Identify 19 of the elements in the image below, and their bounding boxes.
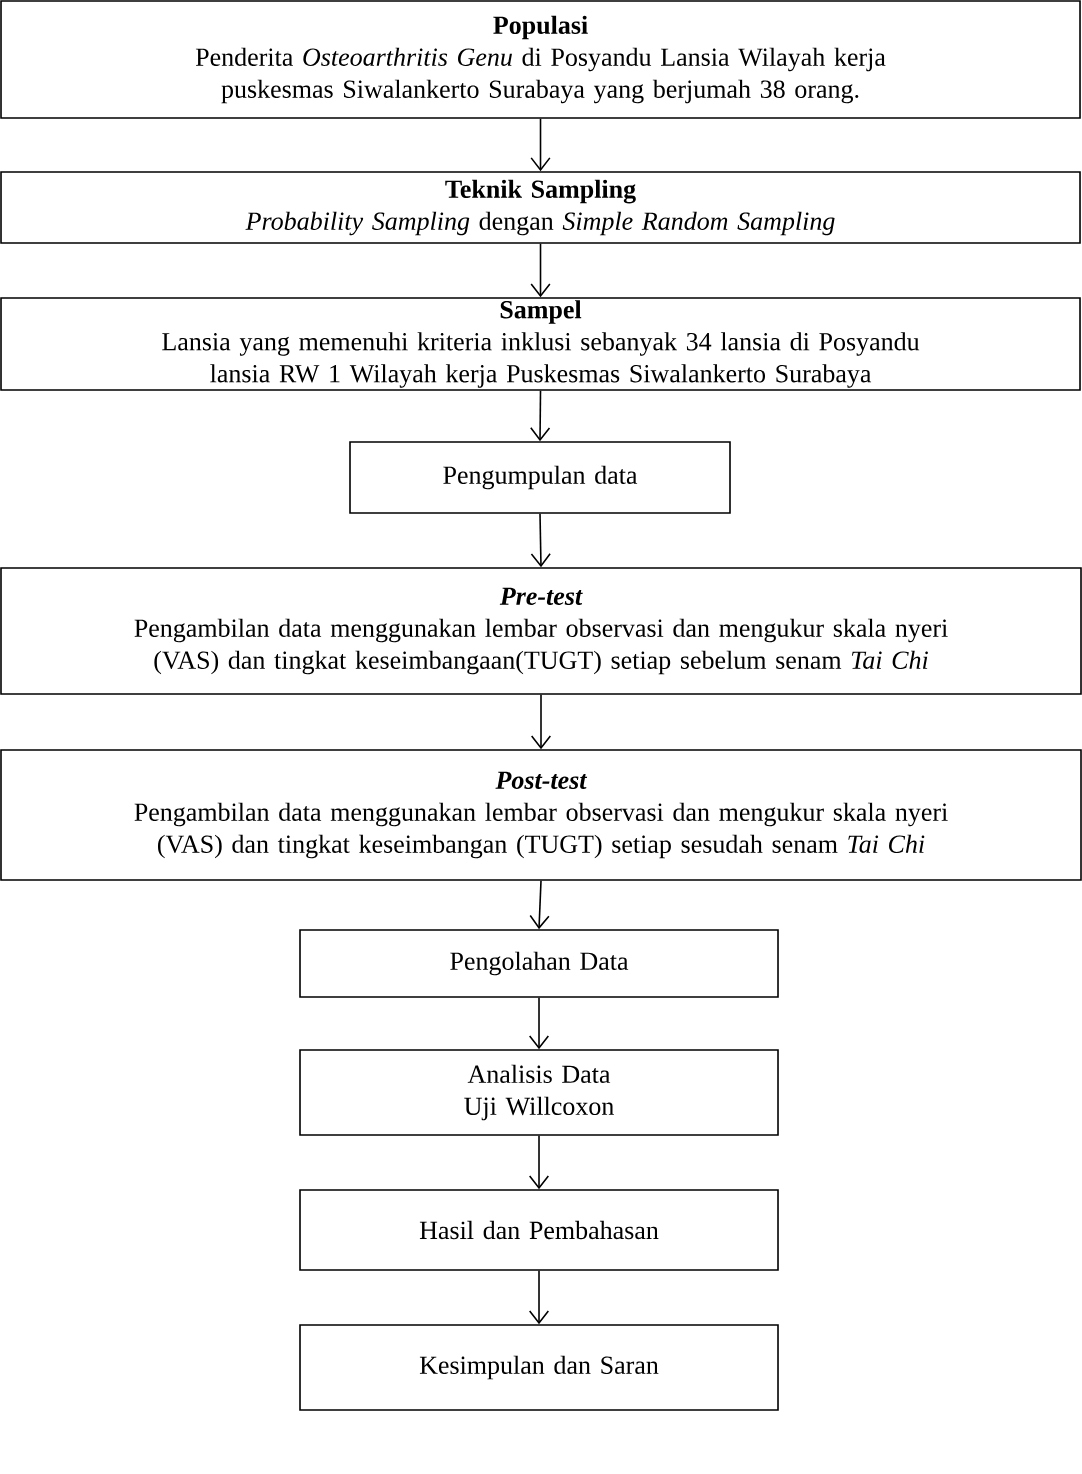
process-box: Teknik Sampling Probability Sampling dengan Simple Random Sampling: [0, 171, 1081, 244]
arrow: [528, 1270, 550, 1325]
arrow: [529, 880, 550, 930]
arrow: [530, 513, 551, 568]
arrow: [530, 694, 552, 750]
process-box: Hasil dan Pembahasan: [299, 1189, 779, 1271]
arrow: [528, 997, 550, 1050]
process-box: Sampel Lansia yang memenuhi kriteria inklusi sebanyak 34 lansia di Posyandu lansia RW 1 Wilayah kerja Puskesmas Siwalankerto Surabaya: [0, 297, 1081, 391]
process-box: Pengumpulan data: [349, 441, 731, 514]
arrow: [530, 118, 551, 172]
arrow: [530, 243, 551, 298]
process-box: Pengolahan Data: [299, 929, 779, 998]
process-box: Post-test Pengambilan data menggunakan lembar observasi dan mengukur skala nyeri (VAS) dan tingkat keseimbangan (TUGT) setiap sesudah senam Tai Chi: [0, 749, 1082, 881]
process-box: Pre-test Pengambilan data menggunakan lembar observasi dan mengukur skala nyeri (VAS) dan tingkat keseimbangaan(TUGT) setiap sebelum senam Tai Chi: [0, 567, 1082, 695]
process-box: Analisis Data Uji Willcoxon: [299, 1049, 779, 1136]
process-box: Kesimpulan dan Saran: [299, 1324, 779, 1411]
arrow: [528, 1135, 550, 1190]
process-box: Populasi Penderita Osteoarthritis Genu di Posyandu Lansia Wilayah kerja puskesmas Siwalankerto Surabaya yang berjumah 38 orang.: [0, 0, 1081, 119]
arrow: [530, 390, 551, 442]
